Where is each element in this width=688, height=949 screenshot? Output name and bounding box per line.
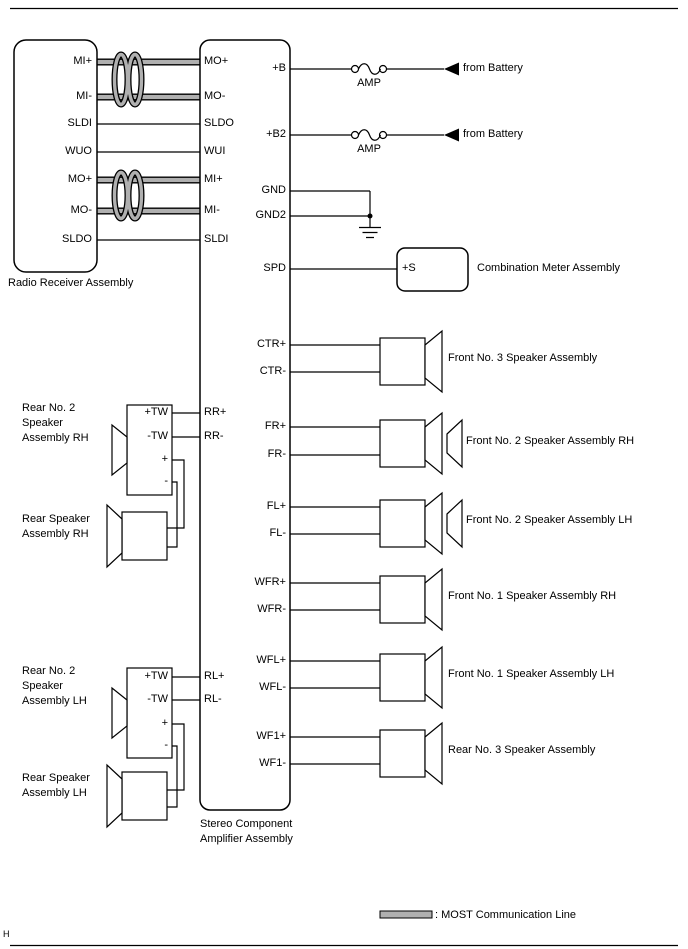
- amp-left-pin: WUI: [204, 145, 226, 157]
- amp-left-pin: MI+: [204, 173, 223, 185]
- radio-pin: MO-: [70, 204, 92, 216]
- amp-left-pin: MO-: [204, 90, 226, 102]
- speaker-label-wfl: Front No. 1 Speaker Assembly LH: [448, 668, 615, 680]
- tweeter-horn-icon-fl: [446, 499, 463, 548]
- amp-right-pin: FL+: [266, 500, 286, 512]
- radio-assembly-label: Radio Receiver Assembly: [8, 277, 134, 289]
- rear-tweeter-lh-box: [111, 667, 173, 759]
- fuse-icon-1: [350, 63, 388, 75]
- radio-pin: MI+: [73, 55, 92, 67]
- meter-assembly-label: Combination Meter Assembly: [477, 262, 621, 274]
- amp-right-pin: WFR-: [257, 603, 286, 615]
- amp-left-pin: SLDI: [204, 233, 229, 245]
- speaker-icon-fr: [379, 412, 443, 475]
- ground-icon: [359, 226, 381, 239]
- speaker-label-wf1: Rear No. 3 Speaker Assembly: [448, 744, 596, 756]
- tweeter-rh-pin: -: [164, 475, 168, 487]
- speaker-label-fl: Front No. 2 Speaker Assembly LH: [466, 514, 633, 526]
- speaker-icon-wfr: [379, 568, 443, 631]
- amp-right-pin: CTR-: [259, 365, 286, 377]
- amp-right-pin: WF1-: [259, 757, 286, 769]
- amplifier-box: [199, 39, 291, 811]
- amp-left-pin: MO+: [204, 55, 229, 67]
- amp-right-pin: FL-: [269, 527, 287, 539]
- most-legend-swatch: [379, 910, 433, 919]
- rear-speaker-rh-label: Rear Speaker: [22, 513, 90, 525]
- speaker-label-wfr: Front No. 1 Speaker Assembly RH: [448, 590, 617, 602]
- speaker-icon-wfl: [379, 646, 443, 709]
- amp-left-pin: RL-: [204, 693, 222, 705]
- radio-receiver-box: [13, 39, 98, 273]
- rear-no2-lh-label: Assembly LH: [22, 695, 87, 707]
- from-battery-label: from Battery: [463, 62, 523, 74]
- from-battery-label: from Battery: [463, 128, 523, 140]
- amp-left-pin: SLDO: [204, 117, 234, 129]
- tweeter-rh-pin: +TW: [144, 406, 168, 418]
- rear-speaker-lh-label: Rear Speaker: [22, 772, 90, 784]
- radio-pin: MO+: [67, 173, 92, 185]
- tweeter-rh-pin: +: [161, 453, 168, 465]
- amp-right-pin: GND2: [255, 209, 286, 221]
- rear-rh-wires: [167, 412, 200, 548]
- speaker-icon-wf1: [379, 722, 443, 785]
- radio-pin: SLDI: [67, 117, 92, 129]
- rear-tweeter-rh-box: [111, 404, 173, 496]
- tweeter-rh-pin: -TW: [147, 430, 168, 442]
- speaker-label-ctr: Front No. 3 Speaker Assembly: [448, 352, 598, 364]
- amp-assembly-label-line1: Stereo Component: [200, 818, 293, 830]
- amp-right-pin: GND: [261, 184, 286, 196]
- rear-speaker-lh-label: Assembly LH: [22, 787, 87, 799]
- amp-right-pin: WFR+: [254, 576, 286, 588]
- amp-left-pin: RL+: [204, 670, 225, 682]
- radio-pin: WUO: [65, 145, 92, 157]
- junction-dot: [367, 213, 373, 219]
- radio-amp-wires: [97, 123, 200, 241]
- amp-right-pin: +B: [272, 62, 286, 74]
- amp-assembly-label-line2: Amplifier Assembly: [200, 833, 293, 845]
- rear-no2-rh-label: Assembly RH: [22, 432, 89, 444]
- amp-fuse-label: AMP: [357, 77, 381, 89]
- tweeter-horn-icon-fr: [446, 419, 463, 468]
- amp-right-pin: WF1+: [256, 730, 286, 742]
- amp-right-pin: +B2: [266, 128, 286, 140]
- rear-no2-rh-label: Speaker: [22, 417, 63, 429]
- amp-left-pin: RR+: [204, 406, 227, 418]
- battery-arrow-icon-1: [444, 62, 459, 76]
- tweeter-lh-pin: +: [161, 717, 168, 729]
- tweeter-lh-pin: +TW: [144, 670, 168, 682]
- amp-right-pin: WFL+: [256, 654, 286, 666]
- amp-right-pin: WFL-: [259, 681, 286, 693]
- fuse-icon-2: [350, 129, 388, 141]
- page-marker: H: [3, 929, 10, 939]
- most-legend-label: : MOST Communication Line: [435, 909, 577, 921]
- twisted-pair-loops: [111, 51, 145, 222]
- speaker-icon-ctr: [379, 330, 443, 393]
- meter-pin-label: +S: [402, 262, 416, 274]
- amp-left-pin: MI-: [204, 204, 220, 216]
- combination-meter-box: [396, 247, 469, 292]
- amp-right-pin: SPD: [263, 262, 286, 274]
- rear-speaker-lh-box: [106, 763, 168, 829]
- rear-no2-lh-label: Rear No. 2: [22, 665, 76, 677]
- tweeter-lh-pin: -: [164, 739, 168, 751]
- tweeter-lh-pin: -TW: [147, 693, 168, 705]
- rear-speaker-rh-label: Assembly RH: [22, 528, 89, 540]
- amp-fuse-label: AMP: [357, 143, 381, 155]
- power-and-speaker-wires: [290, 68, 444, 765]
- rear-speaker-rh-box: [106, 503, 168, 569]
- amp-right-pin: CTR+: [256, 338, 286, 350]
- rear-no2-lh-label: Speaker: [22, 680, 63, 692]
- amp-right-pin: FR-: [267, 448, 286, 460]
- rear-lh-wires: [167, 676, 200, 808]
- amp-right-pin: FR+: [264, 420, 286, 432]
- amp-left-pin: RR-: [204, 430, 224, 442]
- most-wires: [97, 58, 200, 215]
- speaker-icon-fl: [379, 492, 443, 555]
- radio-pin: SLDO: [62, 233, 92, 245]
- speaker-label-fr: Front No. 2 Speaker Assembly RH: [466, 435, 635, 447]
- radio-pin: MI-: [76, 90, 92, 102]
- battery-arrow-icon-2: [444, 128, 459, 142]
- rear-no2-rh-label: Rear No. 2: [22, 402, 76, 414]
